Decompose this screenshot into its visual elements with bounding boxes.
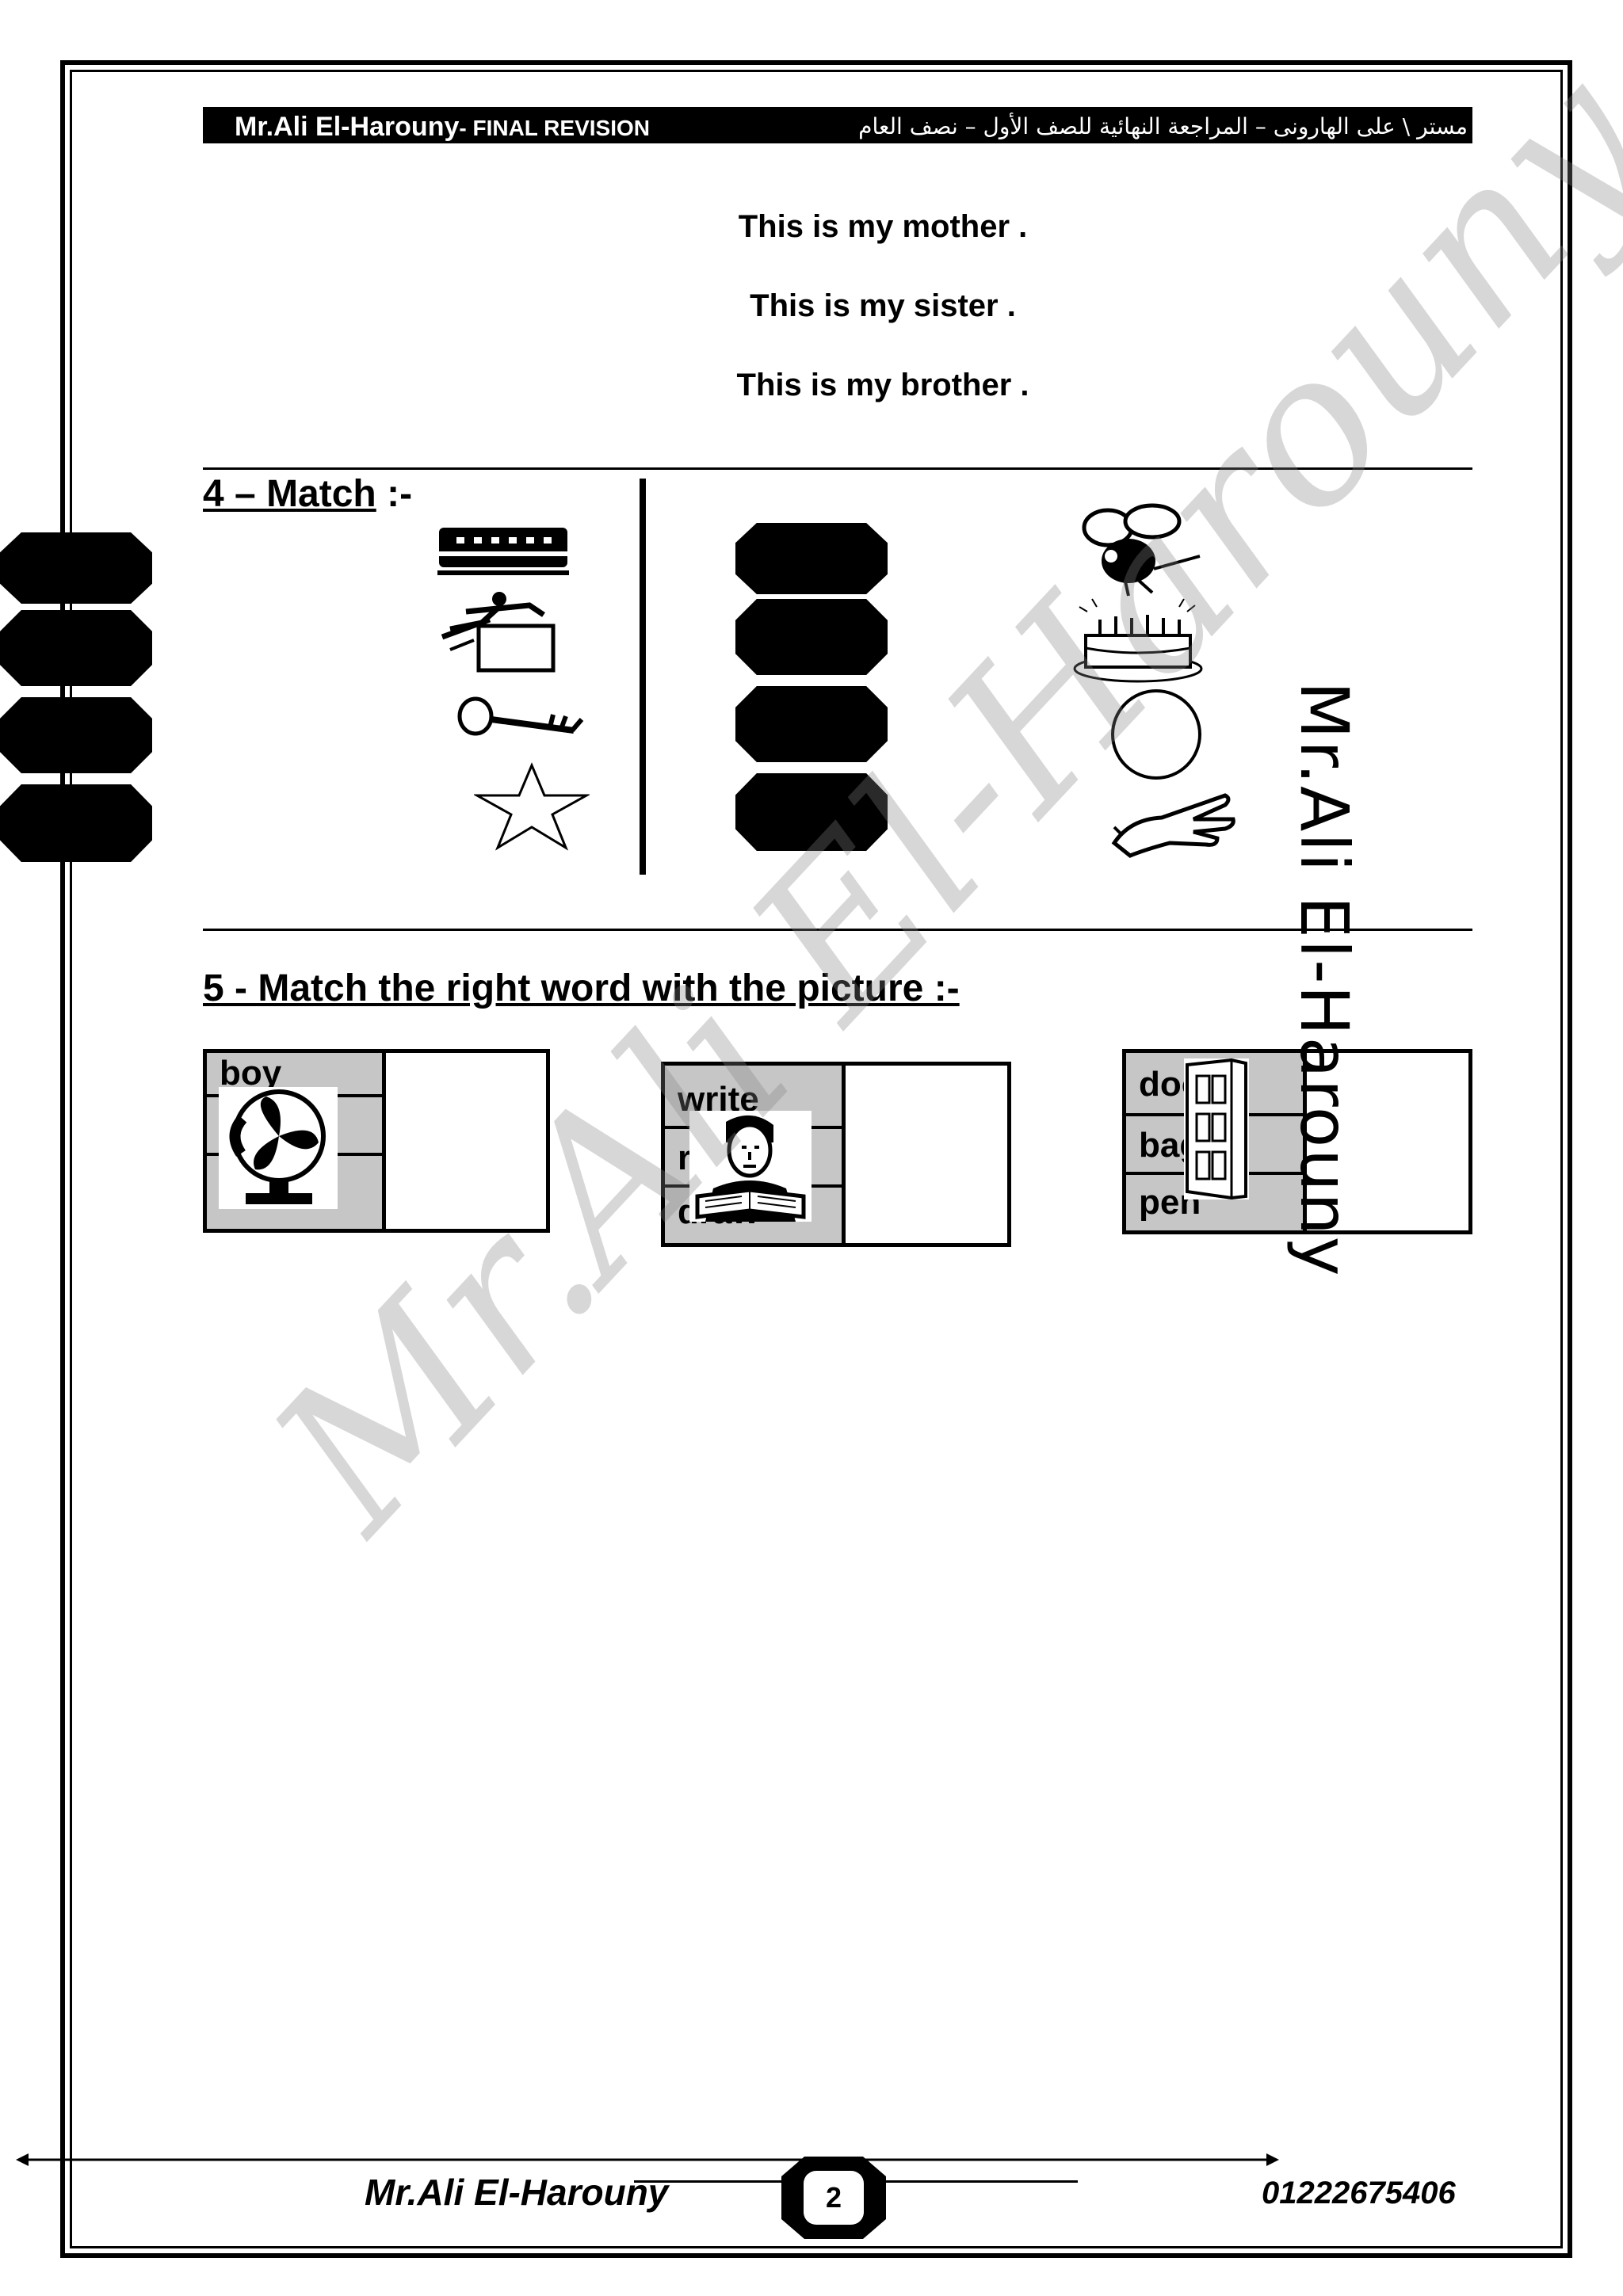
header-author: Mr.Ali El-Harouny bbox=[235, 112, 460, 142]
footer-arrow-line bbox=[16, 2153, 1279, 2166]
footer-phone: 01222675406 bbox=[1262, 2176, 1456, 2210]
header-subtitle: - FINAL REVISION bbox=[459, 116, 650, 140]
section-5-title-text: 5 - Match the right word with the pictur… bbox=[203, 967, 960, 1009]
margin-tab bbox=[0, 784, 152, 862]
sentence-mother: This is my mother . bbox=[738, 209, 1028, 244]
margin-tab bbox=[0, 697, 152, 773]
section-5-title: 5 - Match the right word with the pictur… bbox=[203, 967, 960, 1010]
section-4-divider bbox=[640, 479, 646, 875]
hand-icon bbox=[1111, 793, 1235, 858]
circle-icon bbox=[1111, 689, 1201, 780]
jumping-man-icon bbox=[441, 592, 556, 673]
sentence-brother: This is my brother . bbox=[736, 368, 1029, 402]
page-border-outer bbox=[60, 60, 1572, 2258]
margin-tab bbox=[0, 532, 152, 604]
page-border-inner bbox=[70, 70, 1563, 2248]
footer-name: Mr.Ali El-Harouny bbox=[365, 2172, 669, 2213]
bus-icon bbox=[437, 528, 569, 575]
reading-man-icon bbox=[689, 1111, 812, 1222]
divider bbox=[203, 467, 1472, 470]
sentence-sister: This is my sister . bbox=[750, 288, 1016, 323]
header-bar: Mr.Ali El-Harouny- FINAL REVISION مستر \… bbox=[203, 107, 1472, 143]
key-icon bbox=[457, 696, 584, 736]
fly-icon bbox=[1082, 503, 1201, 597]
answer-box bbox=[735, 773, 888, 851]
fan-icon bbox=[219, 1087, 338, 1209]
answer-box bbox=[735, 523, 888, 594]
answer-box bbox=[735, 599, 888, 675]
margin-tab bbox=[0, 610, 152, 686]
door-icon bbox=[1184, 1058, 1249, 1199]
watermark-vertical: Mr.Ali El-Harouny bbox=[1285, 681, 1363, 1278]
answer-box bbox=[735, 686, 888, 762]
header-title: Mr.Ali El-Harouny- FINAL REVISION bbox=[235, 112, 650, 143]
birthday-cake-icon bbox=[1073, 598, 1203, 683]
page-number-badge: 2 bbox=[781, 2157, 886, 2239]
section-4-title: 4 – Match :- bbox=[203, 472, 412, 516]
divider bbox=[203, 929, 1472, 931]
star-icon bbox=[474, 762, 590, 851]
section-4-number: 4 – Match bbox=[203, 473, 376, 515]
header-arabic: مستر \ على الهارونى – المراجعة النهائية … bbox=[858, 113, 1468, 139]
section-4-suffix: :- bbox=[376, 473, 413, 515]
page-number: 2 bbox=[804, 2171, 864, 2225]
